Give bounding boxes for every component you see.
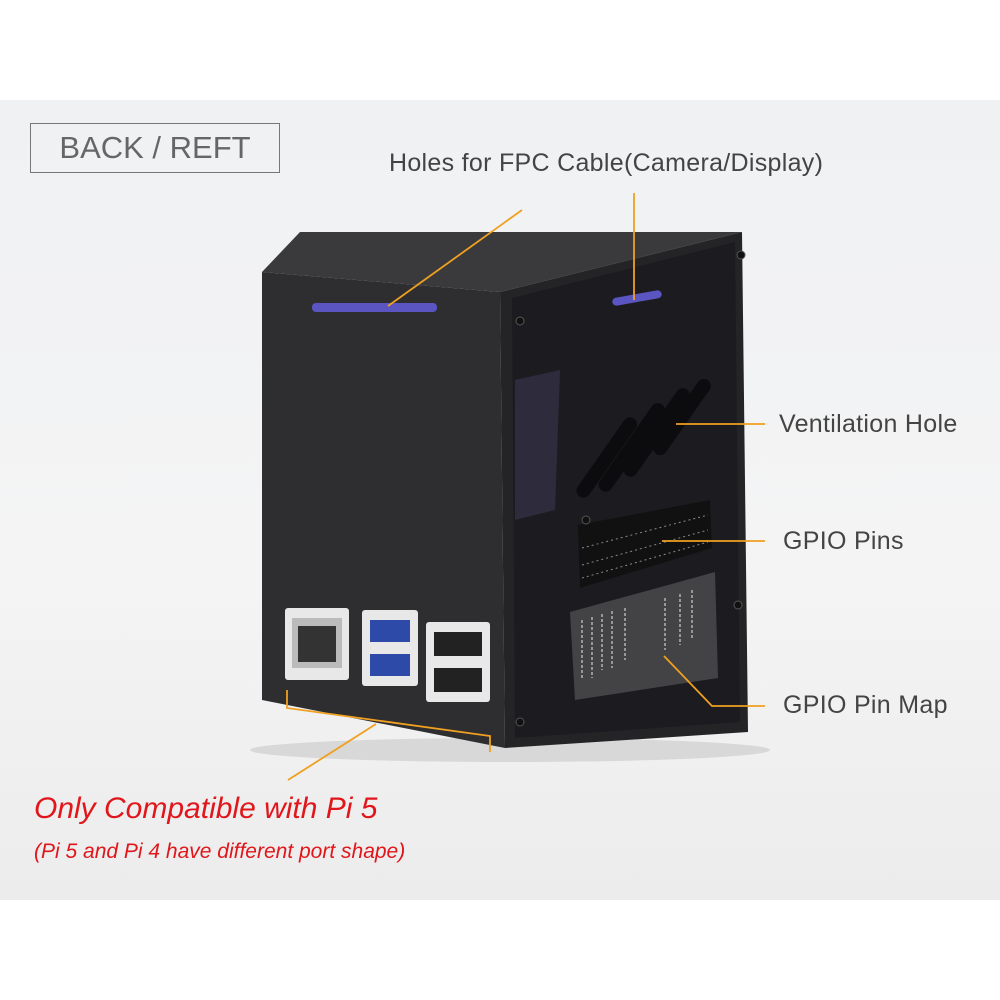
callout-gpio-pins: GPIO Pins — [783, 527, 904, 555]
gpio-header — [578, 500, 712, 588]
gpio-pins — [581, 514, 709, 579]
compatibility-headline: Only Compatible with Pi 5 — [34, 792, 378, 825]
gpio-pin-map-plate — [570, 572, 718, 700]
case-top-face — [262, 232, 742, 292]
fpc-slot-top — [612, 290, 662, 306]
ventilation-slots — [576, 378, 711, 498]
shadow — [250, 738, 770, 762]
port-bracket — [286, 690, 491, 752]
callout-line-fpc-back — [387, 209, 523, 307]
usb2-ports — [426, 622, 490, 702]
callout-gpio-pin-map: GPIO Pin Map — [783, 691, 948, 719]
ethernet-port — [285, 608, 349, 680]
usb3-ports — [362, 610, 418, 686]
callout-fpc-holes: Holes for FPC Cable(Camera/Display) — [389, 149, 824, 177]
pin-map-text — [581, 590, 693, 680]
view-label: BACK / REFT — [30, 123, 280, 173]
reflection — [515, 370, 560, 520]
compatibility-detail: (Pi 5 and Pi 4 have different port shape… — [34, 840, 406, 863]
fpc-slot-back — [312, 303, 437, 312]
screws — [515, 250, 746, 727]
callout-lines — [286, 193, 765, 781]
callout-line-ports — [287, 723, 377, 781]
callout-ventilation: Ventilation Hole — [779, 410, 958, 438]
callout-line-pinmap — [663, 655, 765, 707]
